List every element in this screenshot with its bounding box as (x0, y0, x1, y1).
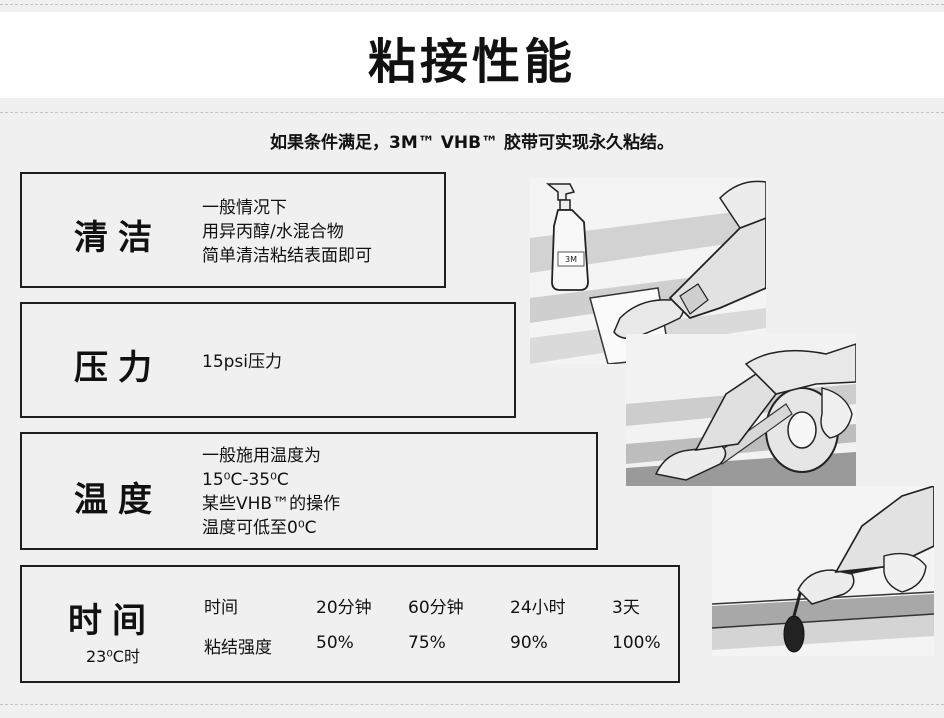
intro-text: 如果条件满足，3M™ VHB™ 胶带可实现永久粘结。 (270, 133, 674, 153)
page-title: 粘接性能 (367, 34, 576, 90)
pressure-box: 压力 15psi压力 (20, 302, 516, 418)
time-cell: 60分钟 (408, 598, 464, 618)
roller-hands-icon (797, 486, 934, 605)
cleaning-line: 用异丙醇/水混合物 (202, 222, 344, 242)
bottle-label: 3M (565, 255, 577, 264)
spray-bottle-icon: 3M (545, 183, 589, 291)
time-label: 时间 (68, 601, 156, 641)
time-cell: 24小时 (510, 598, 566, 618)
strength-cell: 100% (612, 633, 661, 653)
cleaning-label: 清洁 (74, 218, 162, 258)
header-divider (0, 112, 944, 113)
temperature-line: 某些VHB™的操作 (202, 494, 341, 514)
strength-cell: 90% (510, 633, 548, 653)
temperature-box: 温度 一般施用温度为 15⁰C-35⁰C 某些VHB™的操作 温度可低至0⁰C (20, 432, 598, 550)
time-cell: 20分钟 (316, 598, 372, 618)
strength-cell: 75% (408, 633, 446, 653)
header-band: 粘接性能 (0, 12, 944, 98)
temperature-line: 一般施用温度为 (202, 446, 321, 466)
time-illustration (712, 486, 934, 656)
strength-row-header: 粘结强度 (204, 638, 272, 658)
tape-roll-icon (715, 387, 839, 473)
time-sublabel: 23⁰C时 (86, 647, 140, 666)
pressure-desc: 15psi压力 (202, 350, 282, 374)
strength-cell: 50% (316, 633, 354, 653)
time-box: 时间 23⁰C时 时间 20分钟 60分钟 24小时 3天 粘结强度 50% 7… (20, 565, 680, 683)
pressing-hands-icon (654, 343, 856, 481)
temperature-line: 15⁰C-35⁰C (202, 470, 289, 490)
top-divider (0, 4, 944, 5)
cleaning-line: 一般情况下 (202, 198, 287, 218)
temperature-label: 温度 (74, 480, 162, 520)
pressure-line: 15psi压力 (202, 352, 283, 372)
wiping-hand-icon (589, 180, 766, 364)
pressure-illustration (626, 334, 856, 486)
temperature-line: 温度可低至0⁰C (202, 518, 317, 538)
time-cell: 3天 (612, 598, 640, 618)
cleaning-desc: 一般情况下 用异丙醇/水混合物 简单清洁粘结表面即可 (202, 196, 372, 268)
temperature-desc: 一般施用温度为 15⁰C-35⁰C 某些VHB™的操作 温度可低至0⁰C (202, 444, 340, 540)
pressure-label: 压力 (74, 348, 162, 388)
time-row-header: 时间 (204, 598, 238, 618)
bottom-divider (0, 704, 944, 705)
cleaning-line: 简单清洁粘结表面即可 (202, 246, 372, 266)
cleaning-box: 清洁 一般情况下 用异丙醇/水混合物 简单清洁粘结表面即可 (20, 172, 446, 288)
